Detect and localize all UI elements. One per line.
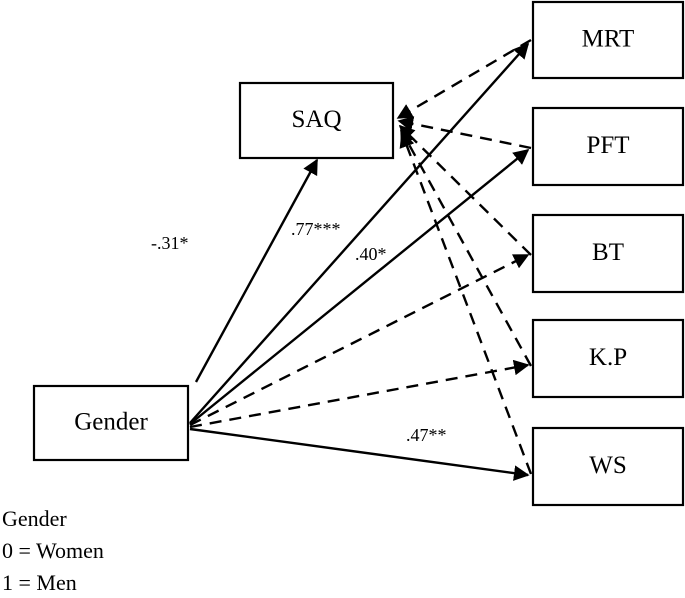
label-gender-mrt: .77*** — [291, 219, 341, 239]
node-box-bt — [531, 213, 685, 294]
edge-pft-saq — [397, 116, 532, 150]
node-label-mrt: MRT — [582, 26, 635, 53]
edge-labels-layer: -.31* .77*** .40* .47** — [151, 219, 447, 445]
node-pft: PFT — [531, 106, 685, 187]
node-gender: Gender — [32, 384, 190, 462]
node-box-saq — [238, 81, 395, 160]
node-box-mrt — [531, 0, 685, 80]
edge-bt-saq — [398, 124, 532, 256]
node-label-pft: PFT — [586, 132, 629, 159]
node-box-pft — [531, 106, 685, 187]
node-label-saq: SAQ — [291, 106, 341, 133]
edge-gender-bt — [189, 253, 530, 427]
edge-gender-pft — [189, 149, 530, 425]
node-label-kp: K.P — [589, 344, 627, 371]
node-box-kp — [531, 318, 685, 399]
edge-gender-mrt — [189, 42, 530, 424]
legend-title: Gender — [2, 506, 67, 531]
node-box-ws — [531, 426, 685, 507]
node-kp: K.P — [531, 318, 685, 399]
node-mrt: MRT — [531, 0, 685, 80]
node-label-gender: Gender — [74, 409, 148, 436]
legend-layer: Gender 0 = Women 1 = Men — [2, 506, 104, 595]
label-gender-pft: .40* — [355, 244, 387, 264]
nodes-layer: Gender SAQ MRT PFT BT K.P WS — [32, 0, 685, 507]
node-saq: SAQ — [238, 81, 395, 160]
edges-layer — [189, 38, 533, 481]
legend-women: 0 = Women — [2, 538, 104, 563]
node-label-bt: BT — [592, 239, 624, 266]
node-ws: WS — [531, 426, 685, 507]
edge-kp-saq — [399, 128, 533, 367]
label-gender-saq: -.31* — [151, 233, 189, 253]
node-box-gender — [32, 384, 190, 462]
edge-gender-saq — [194, 158, 319, 383]
legend-men: 1 = Men — [2, 570, 77, 595]
edge-gender-ws — [189, 427, 530, 481]
edge-gender-kp — [189, 359, 530, 429]
label-gender-ws: .47** — [406, 425, 447, 445]
node-bt: BT — [531, 213, 685, 294]
edge-ws-saq — [399, 131, 533, 475]
node-label-ws: WS — [589, 452, 627, 479]
edge-mrt-saq — [396, 38, 532, 120]
